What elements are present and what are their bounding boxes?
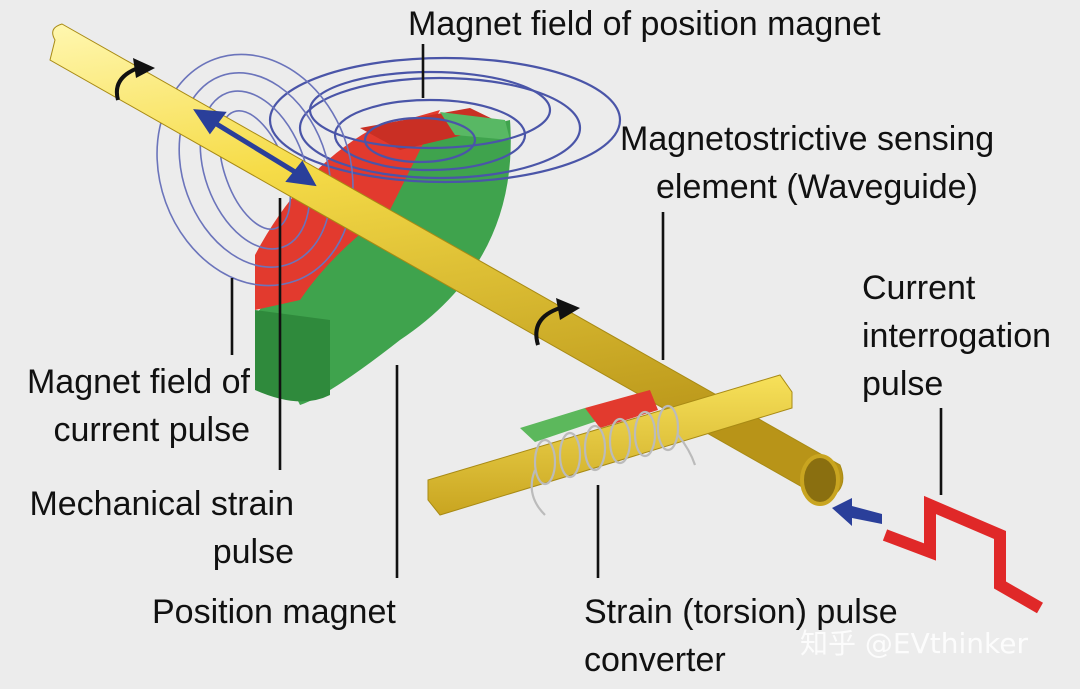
converter-coil <box>530 404 697 516</box>
label-current-interrogation-line2: interrogation <box>862 317 1052 355</box>
label-magnet-field-current-line2: current pulse <box>53 411 250 449</box>
interrogation-arrow <box>832 498 882 526</box>
label-sensing-element-line2: element (Waveguide) <box>656 168 978 206</box>
converter-red-block <box>585 390 658 428</box>
label-current-interrogation-line3: pulse <box>862 365 944 403</box>
leader-lines <box>230 44 943 578</box>
label-magnet-field-position: Magnet field of position magnet <box>408 5 881 43</box>
label-current-interrogation-line1: Current <box>862 269 976 307</box>
rod-rotation-arrow-right <box>534 306 561 346</box>
label-magnet-field-current-line1: Magnet field of <box>26 363 250 401</box>
label-mechanical-strain: Mechanical strain pulse <box>12 480 294 576</box>
position-magnet-green-top <box>440 112 510 140</box>
waveguide-rod-end <box>800 454 840 506</box>
label-magnet-field-current: Magnet field of current pulse <box>10 358 250 454</box>
rod-rotation-arrow-right-head <box>556 298 580 320</box>
label-current-interrogation: Current interrogation pulse <box>862 264 1051 408</box>
label-strain-converter-line1: Strain (torsion) pulse <box>584 593 898 631</box>
label-position-magnet: Position magnet <box>152 593 396 631</box>
converter-green-block <box>520 408 600 442</box>
watermark: 知乎 @EVthinker <box>800 627 1028 660</box>
rod-rotation-arrow-left-head <box>133 58 155 78</box>
label-mechanical-strain-line1: Mechanical strain <box>29 485 294 523</box>
label-strain-converter: Strain (torsion) pulse converter <box>584 588 898 684</box>
position-magnet-field-lines <box>268 56 622 184</box>
position-magnet-green-front <box>255 310 330 402</box>
label-sensing-element: Magnetostrictive sensing element (Wavegu… <box>620 115 994 211</box>
strain-double-arrow <box>193 109 317 187</box>
rod-rotation-arrow-left <box>115 66 139 101</box>
label-sensing-element-line1: Magnetostrictive sensing <box>620 120 995 158</box>
label-strain-converter-line2: converter <box>584 641 726 679</box>
label-mechanical-strain-line2: pulse <box>212 533 294 571</box>
current-pulse-wave <box>882 495 1043 614</box>
